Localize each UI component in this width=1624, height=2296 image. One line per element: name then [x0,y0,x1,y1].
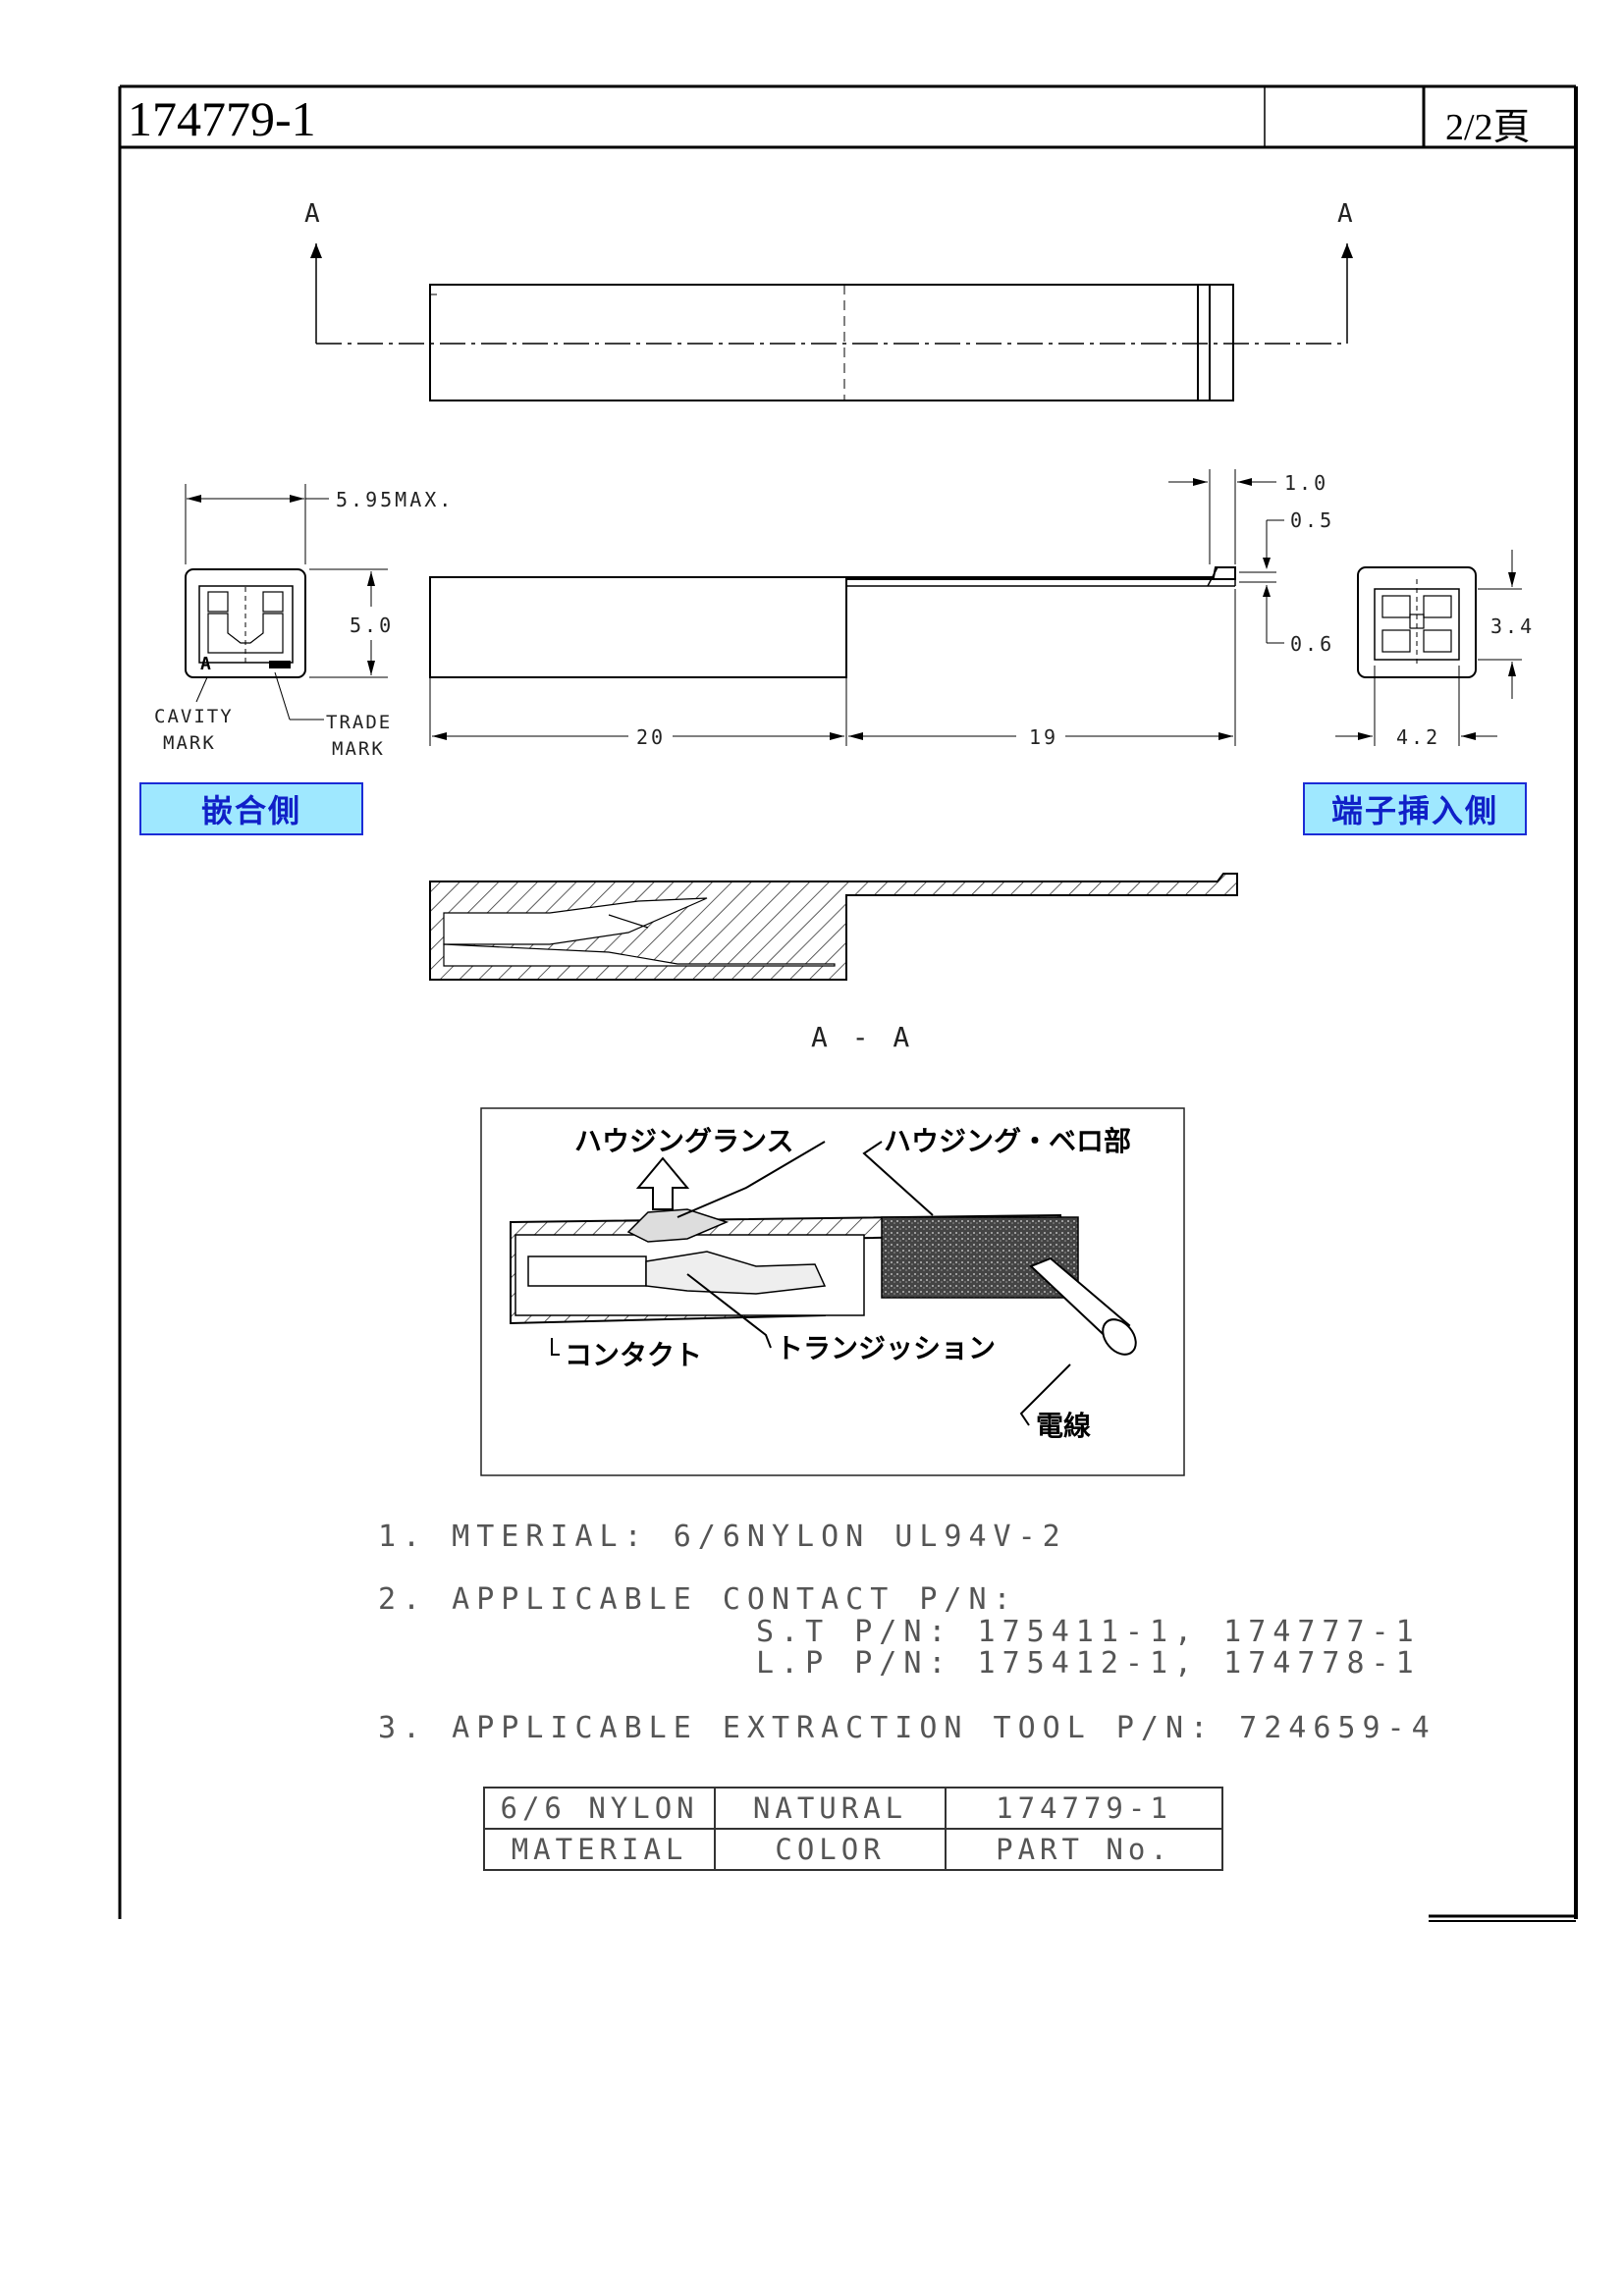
table-row: MATERIAL COLOR PART No. [482,1828,1224,1871]
cavity-mark-line1: CAVITY [154,706,234,727]
dim-3-4: 3.4 [1490,614,1535,638]
table-cell: 174779-1 [944,1787,1224,1830]
note-extraction-tool: 3. APPLICABLE EXTRACTION TOOL P/N: 72465… [378,1711,1436,1745]
insertion-side-label: 端子挿入側 [1303,782,1527,835]
part-number-title: 174779-1 [128,91,316,146]
trade-mark-line2: MARK [332,738,385,760]
spec-table: 6/6 NYLON NATURAL 174779-1 MATERIAL COLO… [482,1787,1224,1871]
dim-0-6: 0.6 [1290,632,1334,656]
table-cell: 6/6 NYLON [482,1787,717,1830]
dim-width-max: 5.95MAX. [336,488,454,511]
label-transition: トランジッション [776,1332,996,1364]
note-contact-st: S.T P/N: 175411-1, 174777-1 [756,1615,1421,1649]
label-contact: コンタクト [565,1339,702,1371]
cavity-mark-line2: MARK [163,732,216,754]
table-header-cell: MATERIAL [482,1828,717,1871]
note-material: 1. MTERIAL: 6/6NYLON UL94V-2 [378,1520,1067,1554]
note-contact-lp: L.P P/N: 175412-1, 174778-1 [756,1646,1421,1681]
section-marker-right: A [1337,199,1353,229]
page-indicator: 2/2頁 [1445,107,1531,148]
dim-1-0: 1.0 [1284,471,1328,495]
dim-4-2: 4.2 [1396,725,1440,749]
mating-side-label: 嵌合側 [139,782,363,835]
dim-0-5: 0.5 [1290,508,1334,532]
dim-height: 5.0 [350,614,394,637]
label-housing-lance: ハウジングランス [574,1125,793,1157]
dim-length-20: 20 [636,725,666,749]
cavity-letter: A [200,654,211,674]
label-wire: 電線 [1036,1410,1091,1442]
table-cell: NATURAL [714,1787,947,1830]
note-applicable-contact: 2. APPLICABLE CONTACT P/N: [378,1582,1018,1617]
table-row: 6/6 NYLON NATURAL 174779-1 [482,1787,1224,1830]
trade-mark-line1: TRADE [326,712,392,733]
table-header-cell: PART No. [944,1828,1224,1871]
section-marker-left: A [304,199,320,229]
table-header-cell: COLOR [714,1828,947,1871]
label-housing-bero: ハウジング・ベロ部 [884,1125,1131,1157]
section-label: A - A [811,1021,913,1053]
dim-length-19: 19 [1029,725,1058,749]
